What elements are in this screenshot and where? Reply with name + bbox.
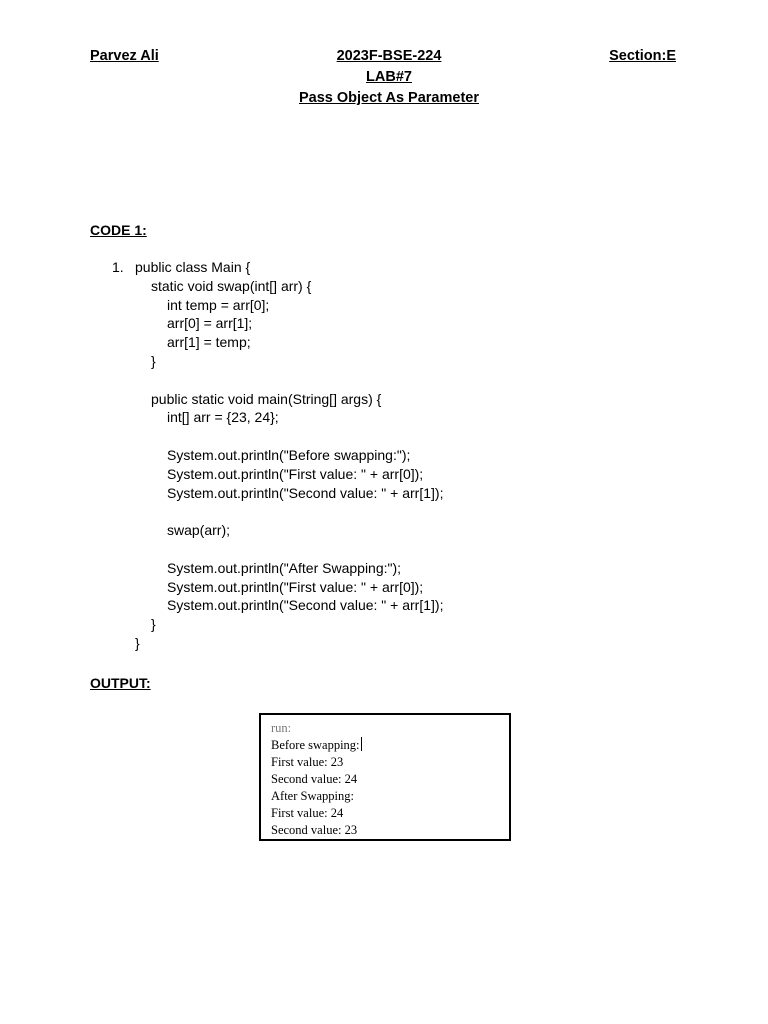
console-line: After Swapping: — [271, 789, 354, 803]
code-line: System.out.println("Second value: " + ar… — [167, 597, 444, 614]
code-line: public static void main(String[] args) { — [151, 390, 382, 407]
output-heading: OUTPUT: — [90, 675, 151, 691]
console-line: Second value: 23 — [271, 823, 358, 837]
console-line: run: — [271, 721, 292, 735]
code-line: System.out.println("Before swapping:"); — [167, 446, 411, 463]
code-line: System.out.println("Second value: " + ar… — [167, 484, 444, 501]
console-line: Second value: 24 — [271, 772, 358, 786]
code-line: arr[0] = arr[1]; — [167, 315, 253, 332]
code-line — [112, 427, 443, 446]
code-line — [112, 502, 443, 521]
code-line: } — [135, 634, 140, 651]
text-cursor — [360, 737, 362, 751]
code-line: System.out.println("First value: " + arr… — [167, 465, 424, 482]
console-line: Before swapping: — [271, 737, 509, 754]
list-number: 1. — [112, 259, 124, 275]
lab-number: LAB#7 — [366, 69, 412, 85]
code-line: int temp = arr[0]; — [167, 296, 270, 313]
code-line — [112, 540, 443, 559]
code-line: System.out.println("After Swapping:"); — [167, 559, 402, 576]
code-line: System.out.println("First value: " + arr… — [167, 578, 424, 595]
section-label: Section:E — [609, 48, 676, 64]
code-line — [112, 371, 443, 390]
code-line: static void swap(int[] arr) { — [151, 277, 312, 294]
code-block: 1. public class Main { static void swap(… — [112, 258, 443, 653]
student-name: Parvez Ali — [90, 48, 159, 64]
console-line-text: Before swapping: — [271, 738, 360, 752]
console-output-screenshot: run: Before swapping: First value: 23 Se… — [259, 713, 511, 841]
student-id: 2023F-BSE-224 — [336, 48, 442, 64]
console-line: First value: 23 — [271, 755, 344, 769]
code-line: } — [151, 352, 156, 369]
code-line: public class Main { — [135, 259, 251, 275]
code-line: swap(arr); — [167, 522, 231, 539]
code-line: } — [151, 616, 156, 633]
console-line: First value: 24 — [271, 806, 344, 820]
code-line: arr[1] = temp; — [167, 334, 251, 351]
lab-title: Pass Object As Parameter — [298, 90, 479, 106]
code-line: int[] arr = {23, 24}; — [167, 409, 279, 426]
code-heading: CODE 1: — [90, 222, 147, 238]
